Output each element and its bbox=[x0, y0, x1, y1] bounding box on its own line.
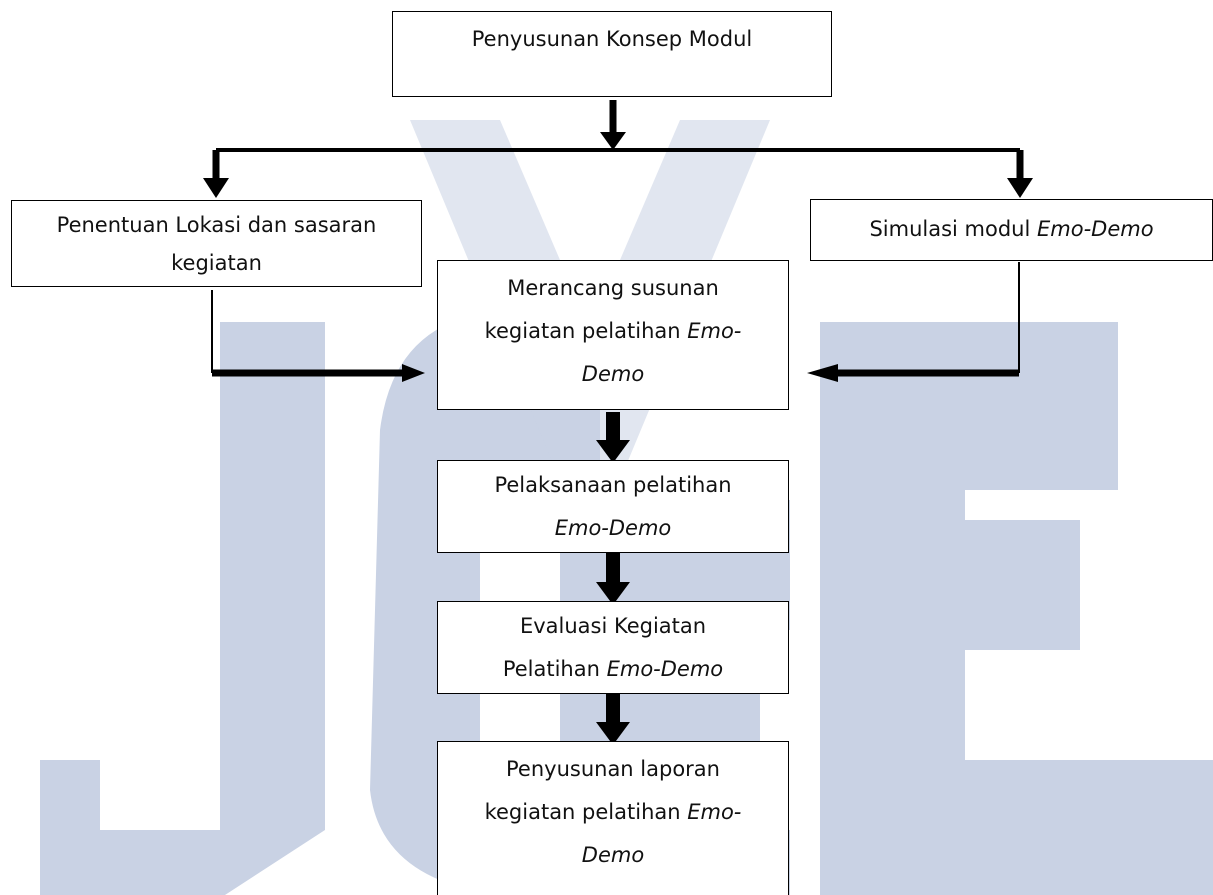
watermark-letter-e2 bbox=[820, 322, 1213, 895]
box-line-2: Emo-Demo bbox=[554, 516, 672, 540]
box-simulasi-modul: Simulasi modul Emo-Demo bbox=[810, 199, 1213, 261]
box-line-2: kegiatan pelatihan Emo- bbox=[484, 319, 742, 343]
arrowhead-into-merancang-right bbox=[807, 364, 838, 382]
box-pelaksanaan-pelatihan: Pelaksanaan pelatihan Emo-Demo bbox=[437, 460, 789, 553]
watermark-letter-j bbox=[40, 322, 325, 895]
box-penentuan-lokasi: Penentuan Lokasi dan sasaran kegiatan bbox=[11, 200, 422, 287]
arrowhead-into-evaluasi bbox=[596, 582, 630, 605]
box-line-2: kegiatan pelatihan Emo- bbox=[484, 800, 742, 824]
box-evaluasi-kegiatan: Evaluasi Kegiatan Pelatihan Emo-Demo bbox=[437, 601, 789, 694]
box-line-2: Pelatihan Emo-Demo bbox=[502, 657, 724, 681]
arrowhead-right bbox=[1007, 178, 1033, 198]
box-line-1: Penentuan Lokasi dan sasaran bbox=[56, 213, 377, 237]
box-line-1: Pelaksanaan pelatihan bbox=[494, 473, 732, 497]
watermark-letter-c bbox=[370, 310, 600, 895]
watermark-chevron bbox=[410, 120, 770, 480]
box-text: Simulasi modul Emo-Demo bbox=[869, 217, 1154, 241]
box-penyusunan-konsep: Penyusunan Konsep Modul bbox=[392, 11, 832, 97]
box-line-1: Evaluasi Kegiatan bbox=[519, 614, 707, 638]
arrowhead-konsep bbox=[600, 132, 626, 150]
box-penyusunan-laporan: Penyusunan laporan kegiatan pelatihan Em… bbox=[437, 741, 789, 895]
arrowhead-into-merancang-left bbox=[402, 364, 425, 382]
box-line-2: kegiatan bbox=[171, 251, 262, 275]
box-merancang-susunan: Merancang susunan kegiatan pelatihan Emo… bbox=[437, 260, 789, 410]
arrowhead-left bbox=[203, 178, 229, 198]
box-line-3: Demo bbox=[581, 362, 645, 386]
box-text: Penyusunan Konsep Modul bbox=[471, 27, 753, 51]
box-line-3: Demo bbox=[581, 843, 645, 867]
arrowhead-into-pelaksanaan bbox=[596, 440, 630, 463]
arrowhead-into-laporan bbox=[596, 722, 630, 745]
box-line-1: Penyusunan laporan bbox=[506, 757, 720, 781]
box-line-1: Merancang susunan bbox=[507, 276, 719, 300]
